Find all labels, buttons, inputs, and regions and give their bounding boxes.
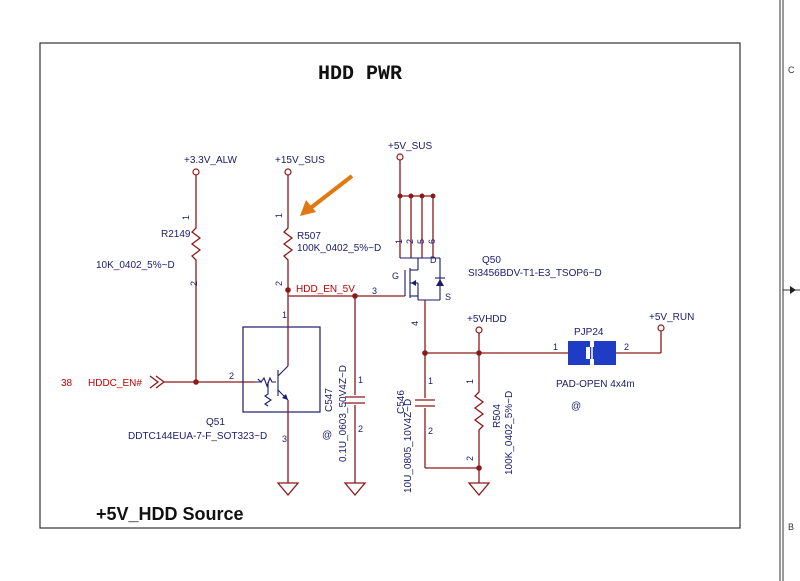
- rail-terminal-5vhdd: [475, 326, 483, 334]
- c546-pin2: 2: [428, 426, 433, 436]
- rail-terminal-5vrun: [657, 324, 665, 332]
- q50-pin-6: 6: [427, 239, 437, 244]
- q50-pin-5: 5: [416, 239, 426, 244]
- c547-pin1: 1: [358, 375, 363, 385]
- border-arrow-icon: [790, 286, 796, 294]
- r504-resistor: [473, 353, 485, 483]
- r507-pin2: 2: [274, 281, 284, 286]
- ground-icon-q51: [276, 482, 300, 497]
- annotation-arrow-icon: [306, 174, 354, 212]
- rail-terminal-5vsus: [396, 153, 404, 161]
- rail-terminal-alw: [192, 168, 200, 176]
- pjp24-pin2: 2: [624, 342, 629, 352]
- junction-dot: [476, 465, 482, 471]
- rail-label-5vsus: +5V_SUS: [388, 141, 433, 152]
- page-title: HDD PWR: [318, 63, 402, 86]
- q51-input-resistor: [255, 376, 276, 388]
- sheet-frame: [39, 42, 741, 529]
- r2149-value: 10K_0402_5%~D: [96, 260, 175, 271]
- c546-value: 10U_0805_10V4Z~D: [403, 399, 414, 493]
- border-letter-bottom: B: [788, 522, 794, 532]
- q51-part: DDTC144EUA-7-F_SOT323~D: [128, 431, 267, 442]
- footer-title: +5V_HDD Source: [96, 504, 244, 524]
- c547-at: @: [322, 430, 332, 441]
- net-hdd-en: HDD_EN_5V: [296, 284, 355, 295]
- q50-part: SI3456BDV-T1-E3_TSOP6~D: [468, 268, 602, 279]
- c546-pin1: 1: [428, 376, 433, 386]
- pjp24-at: @: [571, 401, 581, 412]
- offpage-connector-icon: [149, 375, 166, 389]
- r2149-resistor: [190, 175, 202, 382]
- c547-pin2: 2: [358, 424, 363, 434]
- q50-body-arrow-icon: [411, 280, 416, 286]
- pjp24-pad-left: [568, 341, 590, 365]
- ground-icon-c547: [343, 482, 367, 497]
- q51-collector: [277, 365, 289, 377]
- rail-label-15v: +15V_SUS: [275, 155, 325, 166]
- r504-ref: R504: [492, 404, 503, 428]
- pjp24-pad-right: [590, 341, 616, 365]
- q51-ref: Q51: [206, 417, 225, 428]
- r507-pin1: 1: [274, 213, 284, 218]
- q51-emitter-arrow-icon: [282, 394, 288, 400]
- rail-label-alw: +3.3V_ALW: [184, 155, 237, 166]
- rail-terminal-15v: [284, 168, 292, 176]
- border-letter-top: C: [788, 65, 795, 75]
- q50-pin-4: 4: [410, 321, 420, 326]
- q51-bias-resistor: [264, 382, 272, 407]
- c547-ref: C547: [324, 388, 335, 412]
- ground-icon-r504: [467, 482, 491, 497]
- q50-body-diode-icon: [436, 279, 444, 286]
- r507-resistor: [282, 175, 294, 290]
- q50-ref: Q50: [482, 255, 501, 266]
- r2149-pin1: 1: [181, 215, 191, 220]
- q51-pin1: 1: [282, 310, 287, 320]
- r2149-pin2: 2: [189, 281, 199, 286]
- r504-pin2: 2: [465, 456, 475, 461]
- net-hddc-en: HDDC_EN#: [88, 378, 142, 389]
- q51-pin2: 2: [229, 371, 234, 381]
- q50-g-label: G: [392, 271, 399, 281]
- q51-body: [242, 326, 321, 413]
- sheet-ref: 38: [61, 378, 73, 389]
- r504-value: 100K_0402_5%~D: [504, 391, 515, 475]
- q50-pin-2: 2: [405, 239, 415, 244]
- c547-value: 0.1U_0603_50V4Z~D: [338, 365, 349, 462]
- rail-label-5vrun: +5V_RUN: [649, 312, 694, 323]
- q51-pin3: 3: [282, 434, 287, 444]
- c546-ref: C546: [396, 390, 407, 414]
- q50-d-label: D: [430, 255, 437, 265]
- r2149-ref: R2149: [161, 229, 191, 240]
- q50-pin-g: 3: [372, 286, 377, 296]
- junction-dot: [285, 287, 291, 293]
- r507-ref: R507: [297, 231, 321, 242]
- q50-s-label: S: [445, 292, 451, 302]
- annotation-arrowhead-icon: [300, 200, 316, 216]
- q50-pin-1: 1: [394, 239, 404, 244]
- rail-label-5vhdd: +5VHDD: [467, 314, 507, 325]
- pjp24-value: PAD-OPEN 4x4m: [556, 379, 635, 390]
- pjp24-pin1: 1: [553, 342, 558, 352]
- junction-dot: [193, 379, 199, 385]
- r504-pin1: 1: [465, 379, 475, 384]
- r507-value: 100K_0402_5%~D: [297, 243, 381, 254]
- pjp24-ref: PJP24: [574, 327, 604, 338]
